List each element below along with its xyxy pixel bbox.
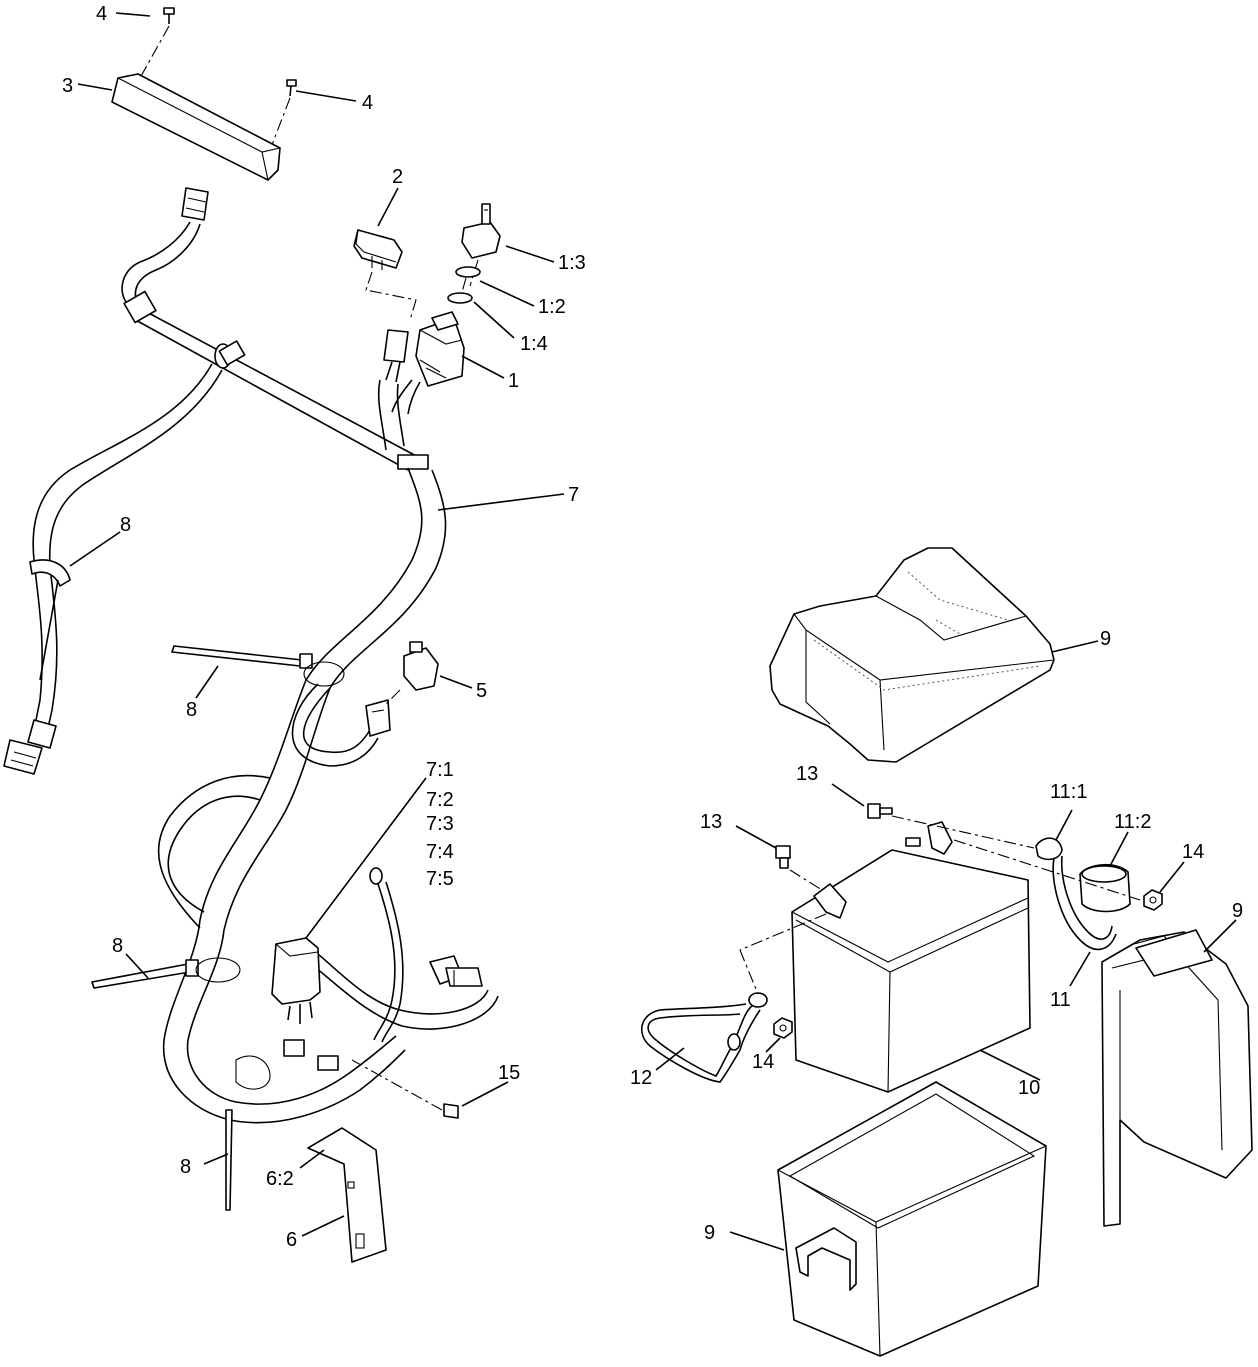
ground-wire: [369, 867, 404, 1043]
callout-14-right: 14: [1182, 841, 1204, 863]
callout-leaders-right: [655, 640, 1237, 1251]
callout-13-left: 13: [700, 811, 722, 833]
callout-11-2: 11:2: [1114, 811, 1151, 833]
callout-8-d: 8: [180, 1156, 191, 1178]
callout-1: 1: [508, 370, 519, 392]
screw-top: [139, 7, 175, 79]
negative-cable: [640, 992, 768, 1083]
callout-12: 12: [630, 1067, 652, 1089]
terminal-bolt-left: [775, 845, 791, 869]
terminal-bolt-top: [867, 803, 893, 819]
meter-connector: [181, 187, 209, 221]
battery-cover: [769, 547, 1055, 763]
cable-tie-upper: [171, 645, 345, 687]
assembly-lines-right: [739, 815, 1141, 995]
callout-10: 10: [1018, 1077, 1040, 1099]
fuse-block: [271, 937, 339, 1071]
callout-4-right: 4: [362, 92, 373, 114]
cable-tie-lower: [91, 957, 241, 989]
callout-7-5: 7:5: [426, 868, 454, 890]
callout-11: 11: [1050, 989, 1071, 1011]
seat-switch-connector: [429, 955, 483, 987]
callout-9-cover: 9: [1100, 628, 1111, 650]
callout-9-box: 9: [704, 1222, 715, 1244]
positive-terminal: [927, 821, 953, 855]
callout-7-4: 7:4: [426, 841, 454, 863]
callout-14-left: 14: [752, 1051, 774, 1073]
battery-box: [777, 1081, 1047, 1357]
callout-7-1: 7:1: [426, 759, 454, 781]
ignition-switch: [391, 311, 465, 415]
callout-3: 3: [62, 75, 73, 97]
callout-8-a: 8: [120, 514, 131, 536]
negative-terminal: [813, 883, 847, 919]
callout-5: 5: [476, 680, 487, 702]
callout-13-top: 13: [796, 763, 818, 785]
terminal-nut-right: [1143, 889, 1163, 911]
ignition-lockwasher: [447, 292, 473, 304]
callout-4-top: 4: [96, 3, 107, 25]
callout-6: 6: [286, 1229, 297, 1251]
ignition-connector-plug: [383, 329, 409, 383]
callout-7: 7: [568, 484, 579, 506]
callout-11-1: 11:1: [1050, 781, 1087, 803]
hour-meter-cover: [111, 73, 281, 181]
callout-leaders-left: [69, 12, 565, 1237]
callout-15: 15: [498, 1062, 520, 1084]
main-wire-harness: [121, 221, 499, 1124]
bolt-15: [351, 1059, 459, 1119]
callout-1-3: 1:3: [558, 252, 586, 274]
cable-tie-bottom: [225, 1055, 271, 1211]
positive-cable: [1035, 837, 1131, 951]
ignition-nut: [455, 266, 481, 278]
mounting-bracket: [307, 1127, 387, 1263]
battery: [791, 837, 1031, 1093]
callout-9-strap: 9: [1232, 900, 1243, 922]
callout-8-b: 8: [186, 699, 197, 721]
ignition-key: [461, 203, 501, 287]
pto-switch: [353, 229, 417, 321]
battery-strap: [1101, 929, 1253, 1227]
screw-right: [269, 79, 297, 151]
callout-7-3: 7:3: [426, 813, 454, 835]
callout-1-4: 1:4: [520, 333, 548, 355]
left-harness-branch: [3, 363, 223, 775]
callout-2: 2: [392, 166, 403, 188]
callout-1-2: 1:2: [538, 296, 566, 318]
callout-7-2: 7:2: [426, 789, 454, 811]
connector-5: [365, 641, 439, 737]
callout-6-2: 6:2: [266, 1168, 294, 1190]
callout-8-c: 8: [112, 935, 123, 957]
terminal-nut-left: [773, 1017, 793, 1039]
